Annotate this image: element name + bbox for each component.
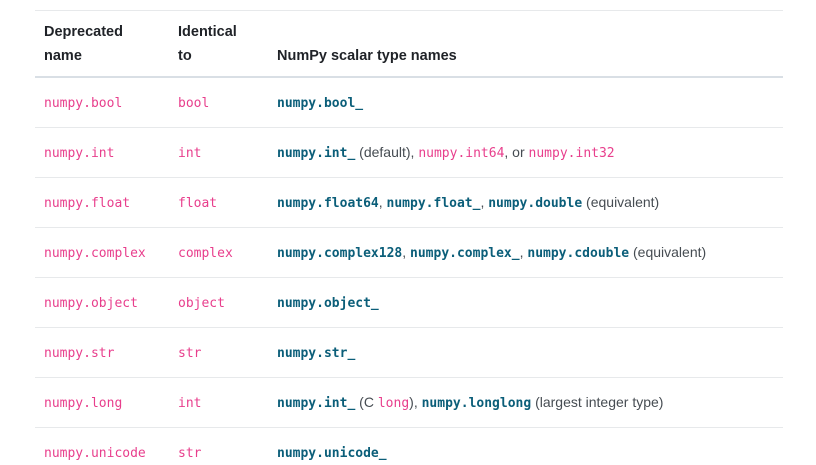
scalar-note-text: , (402, 244, 411, 260)
column-header-identical-to: Identical to (169, 10, 268, 78)
scalar-type-link[interactable]: numpy.double (488, 196, 583, 211)
table-row: numpy.int int numpy.int_ (default), numpy.… (35, 127, 783, 178)
identical-to-code: object (178, 296, 225, 311)
table-header-row: Deprecated name Identical to NumPy scala… (35, 10, 783, 78)
cell-identical-to: str (169, 428, 268, 465)
cell-deprecated-name: numpy.int (35, 127, 169, 178)
scalar-note-text: ), (409, 394, 422, 410)
table-header: Deprecated name Identical to NumPy scala… (35, 10, 783, 78)
deprecated-name-code: numpy.unicode (44, 446, 146, 461)
deprecated-name-code: numpy.float (44, 196, 131, 211)
deprecated-name-code: numpy.object (44, 296, 138, 311)
cell-deprecated-name: numpy.object (35, 277, 169, 328)
cell-identical-to: object (169, 277, 268, 328)
scalar-type-code: numpy.int64 (418, 146, 505, 161)
scalar-note-text: , (480, 194, 489, 210)
scalar-type-link[interactable]: numpy.float_ (386, 196, 481, 211)
scalar-type-link[interactable]: numpy.int_ (277, 396, 356, 411)
scalar-type-link[interactable]: numpy.float64 (277, 196, 379, 211)
deprecated-name-code: numpy.int (44, 146, 115, 161)
scalar-note-text: (C (355, 394, 378, 410)
scalar-type-link[interactable]: numpy.unicode_ (277, 446, 387, 461)
cell-identical-to: bool (169, 77, 268, 128)
cell-scalar-type-names: numpy.int_ (default), numpy.int64, or nu… (268, 127, 783, 178)
cell-deprecated-name: numpy.complex (35, 227, 169, 278)
column-header-deprecated-name: Deprecated name (35, 10, 169, 78)
table-row: numpy.object object numpy.object_ (35, 277, 783, 328)
scalar-type-code: long (377, 396, 410, 411)
cell-deprecated-name: numpy.bool (35, 77, 169, 128)
cell-identical-to: int (169, 377, 268, 428)
scalar-type-link[interactable]: numpy.bool_ (277, 96, 364, 111)
cell-identical-to: complex (169, 227, 268, 278)
cell-identical-to: str (169, 327, 268, 378)
cell-scalar-type-names: numpy.object_ (268, 277, 783, 328)
table-row: numpy.unicode str numpy.unicode_ (35, 428, 783, 465)
cell-scalar-type-names: numpy.float64, numpy.float_, numpy.doubl… (268, 177, 783, 228)
cell-identical-to: float (169, 177, 268, 228)
cell-deprecated-name: numpy.long (35, 377, 169, 428)
cell-scalar-type-names: numpy.bool_ (268, 77, 783, 128)
cell-scalar-type-names: numpy.str_ (268, 327, 783, 378)
scalar-note-text: (equivalent) (582, 194, 660, 210)
identical-to-code: int (178, 396, 202, 411)
identical-to-code: str (178, 346, 202, 361)
deprecated-name-code: numpy.long (44, 396, 123, 411)
scalar-note-text: (largest integer type) (531, 394, 664, 410)
table-row: numpy.bool bool numpy.bool_ (35, 77, 783, 128)
scalar-note-text: (default), (355, 144, 419, 160)
scalar-note-text: (equivalent) (629, 244, 707, 260)
identical-to-code: complex (178, 246, 233, 261)
scalar-note-text: , (378, 194, 387, 210)
scalar-type-link[interactable]: numpy.object_ (277, 296, 379, 311)
scalar-type-link[interactable]: numpy.str_ (277, 346, 356, 361)
table-row: numpy.str str numpy.str_ (35, 327, 783, 378)
scalar-type-link[interactable]: numpy.longlong (421, 396, 532, 411)
cell-identical-to: int (169, 127, 268, 178)
cell-scalar-type-names: numpy.int_ (C long), numpy.longlong (lar… (268, 377, 783, 428)
scalar-type-link[interactable]: numpy.cdouble (527, 246, 630, 261)
deprecated-name-code: numpy.bool (44, 96, 123, 111)
cell-scalar-type-names: numpy.unicode_ (268, 428, 783, 465)
scalar-type-link[interactable]: numpy.complex128 (277, 246, 403, 261)
scalar-note-text: , or (504, 144, 529, 160)
cell-deprecated-name: numpy.float (35, 177, 169, 228)
column-header-scalar-type-names: NumPy scalar type names (268, 10, 783, 78)
deprecated-name-code: numpy.str (44, 346, 115, 361)
table-row: numpy.complex complex numpy.complex128, nu… (35, 227, 783, 278)
identical-to-code: float (178, 196, 218, 211)
scalar-type-link[interactable]: numpy.complex_ (410, 246, 520, 261)
table-row: numpy.long int numpy.int_ (C long), numpy.… (35, 377, 783, 428)
table-row: numpy.float float numpy.float64, numpy.flo… (35, 177, 783, 228)
deprecated-name-code: numpy.complex (44, 246, 146, 261)
deprecated-aliases-table: Deprecated name Identical to NumPy scala… (35, 10, 783, 465)
scalar-type-link[interactable]: numpy.int_ (277, 146, 356, 161)
cell-scalar-type-names: numpy.complex128, numpy.complex_, numpy.… (268, 227, 783, 278)
identical-to-code: int (178, 146, 202, 161)
identical-to-code: str (178, 446, 202, 461)
cell-deprecated-name: numpy.str (35, 327, 169, 378)
identical-to-code: bool (178, 96, 210, 111)
cell-deprecated-name: numpy.unicode (35, 428, 169, 465)
scalar-type-code: numpy.int32 (528, 146, 615, 161)
scalar-note-text: , (519, 244, 528, 260)
